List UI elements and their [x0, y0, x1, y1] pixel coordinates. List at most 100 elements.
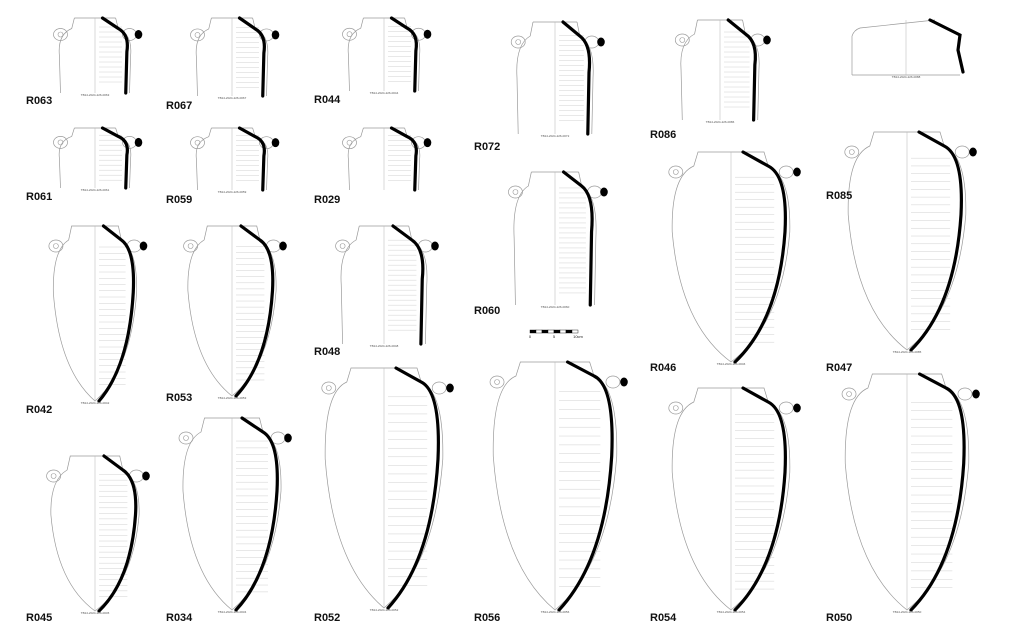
handle-left — [510, 35, 526, 49]
scale-label: 5 — [553, 334, 556, 339]
handle-section — [597, 37, 605, 47]
scale-segment — [529, 329, 537, 334]
handle-section — [431, 241, 439, 251]
handle-left — [841, 387, 857, 401]
vessel-label: R060 — [474, 305, 500, 317]
handle-section — [969, 147, 977, 157]
vessel-label: R063 — [26, 95, 52, 107]
vessel-label: R042 — [26, 404, 52, 416]
handle-section — [763, 35, 771, 45]
handle-section — [271, 30, 280, 40]
vessel-profile-section — [389, 16, 418, 93]
vessel-label: R052 — [314, 612, 340, 624]
vessel-profile-section — [100, 16, 129, 95]
handle-section — [139, 241, 148, 251]
handle-left-hole — [194, 139, 201, 146]
handle-left-hole — [346, 139, 353, 146]
handle-right — [431, 381, 447, 395]
vessel-label: R067 — [166, 100, 192, 112]
handle-section — [600, 187, 608, 197]
vessel-label: R048 — [314, 346, 340, 358]
handle-left-hole — [346, 31, 353, 38]
scale-segment — [535, 329, 543, 334]
vessel-profile-section — [389, 126, 418, 192]
vessel-caption: TB14-2024-226-0034 — [218, 610, 247, 614]
handle-left — [668, 401, 684, 415]
vessel-drawing-r053: TB14-2024-226-0053 R053 — [166, 224, 287, 404]
vessel-label: R046 — [650, 362, 676, 374]
vessel-profile-section — [391, 224, 425, 346]
handle-section — [134, 137, 143, 147]
handle-left-hole — [672, 405, 679, 411]
handle-section — [279, 241, 287, 251]
vessel-profile-section — [557, 360, 614, 612]
handle-left — [48, 239, 64, 253]
vessel-caption: TB14-2024-226-0085 — [893, 350, 922, 354]
scale-label: 0 — [529, 334, 532, 339]
handle-left — [844, 145, 860, 159]
scale-segment — [553, 329, 561, 334]
handle-left-hole — [515, 39, 522, 45]
handle-left-hole — [325, 385, 332, 391]
handle-left — [342, 27, 357, 41]
handle-left-hole — [53, 243, 59, 249]
handle-left — [53, 136, 68, 149]
vessel-label: R050 — [826, 612, 852, 624]
handle-left-hole — [50, 473, 57, 479]
handle-section — [284, 433, 292, 443]
handle-left — [190, 28, 205, 42]
vessel-caption: TB14-2024-226-0060 — [541, 305, 570, 309]
handle-left — [342, 136, 357, 150]
vessel-profile-section — [909, 130, 963, 352]
handle-right — [954, 145, 970, 159]
handle-left-hole — [183, 435, 189, 441]
vessel-label: R072 — [474, 141, 500, 153]
handle-left-hole — [846, 391, 852, 397]
scale-segment — [571, 329, 579, 334]
handle-left-hole — [494, 379, 500, 385]
handle-section — [620, 377, 628, 387]
vessel-caption: TB14-2024-226-0086 — [706, 120, 735, 124]
vessel-caption: TB14-2024-226-0061 — [81, 188, 110, 192]
vessel-label: R086 — [650, 129, 676, 141]
handle-left-hole — [672, 169, 679, 175]
vessel-caption: TB14-2024-226-0048 — [370, 344, 399, 348]
handle-left — [508, 185, 523, 199]
vessel-profile-section — [909, 372, 966, 612]
vessel-label: R054 — [650, 612, 677, 624]
vessel-profile-section — [562, 170, 594, 307]
scale-segment — [547, 329, 555, 334]
vessel-label: R053 — [166, 392, 192, 404]
vessel-profile-section — [97, 224, 136, 403]
handle-section — [793, 167, 801, 177]
vessel-drawing-r047: R047 — [826, 362, 852, 374]
vessel-caption: TB14-2024-226-0042 — [81, 401, 110, 405]
scale-segment — [559, 329, 567, 334]
handle-left-hole — [339, 243, 346, 249]
handle-left — [183, 239, 198, 253]
vessel-label: R059 — [166, 194, 192, 206]
vessel-drawing-r060: TB14-2024-226-0060 R060 — [474, 170, 608, 317]
handle-left — [674, 33, 690, 47]
vessel-caption: TB14-2024-226-0053 — [218, 396, 247, 400]
vessel-caption: TB14-2024-226-0054 — [717, 610, 746, 614]
vessel-profile-section — [726, 18, 757, 122]
vessel-label: R056 — [474, 612, 500, 624]
vessel-profile-section — [733, 386, 787, 612]
handle-section — [423, 138, 432, 148]
